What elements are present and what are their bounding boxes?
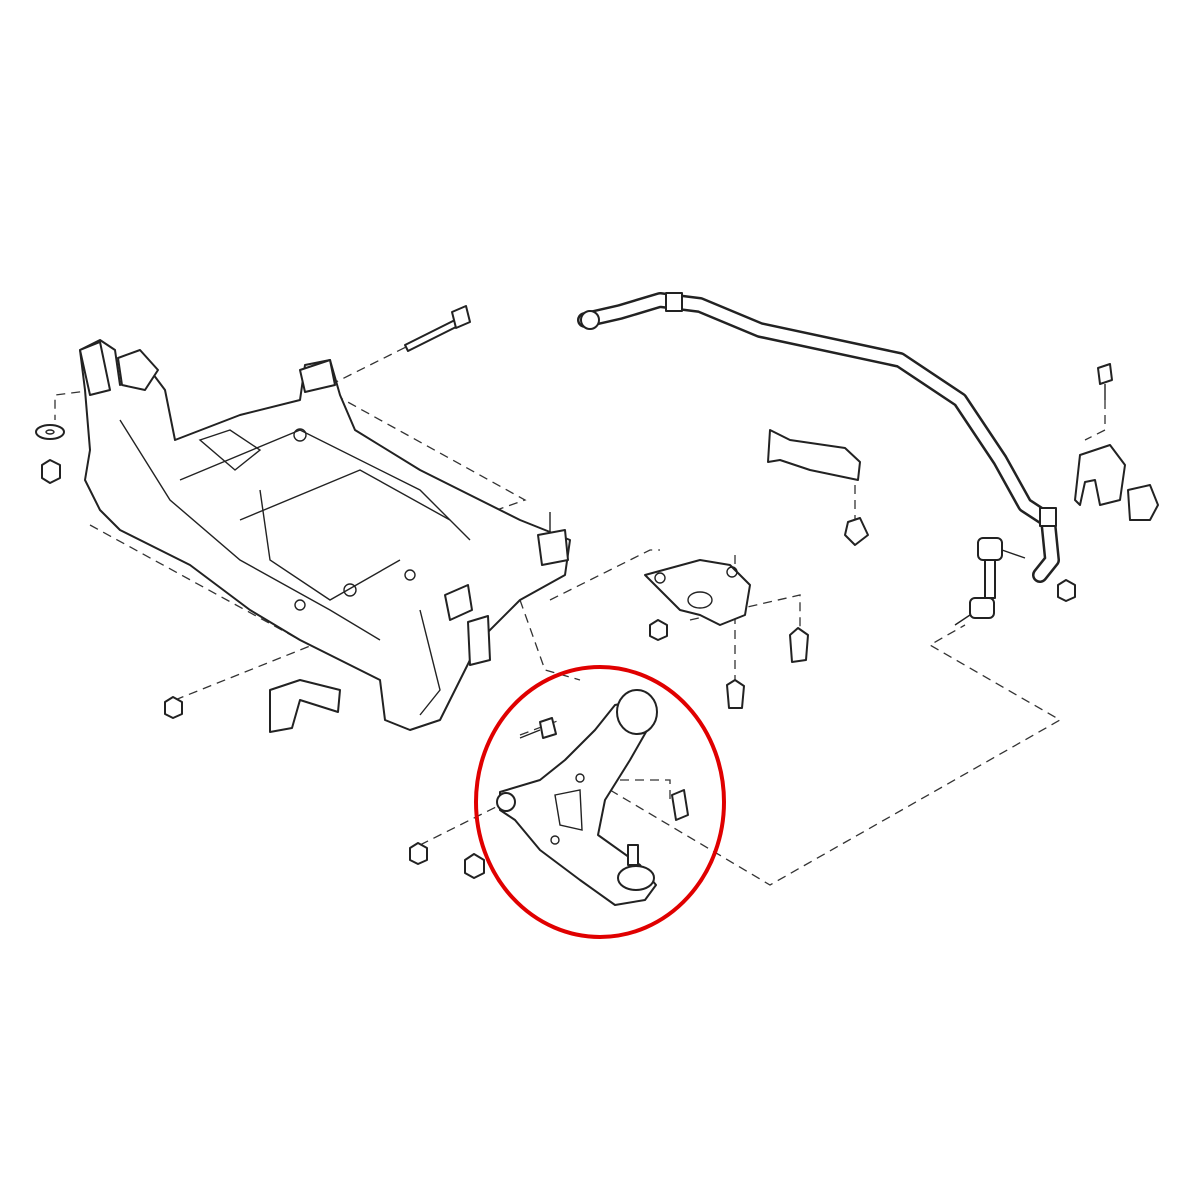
heat-shield-bracket [269, 679, 341, 733]
mount-bracket [644, 559, 809, 709]
stabilizer-bushing-clamp [1074, 363, 1159, 521]
stabilizer-bar [577, 292, 1060, 583]
stabilizer-link [954, 537, 1076, 626]
nut [164, 696, 183, 719]
highlight-circle [474, 665, 726, 939]
lower-control-arm [409, 689, 689, 906]
subframe-bolt-long [404, 305, 471, 352]
bracket [767, 429, 869, 546]
nut [41, 459, 61, 484]
washer [35, 424, 65, 440]
front-subframe [79, 339, 571, 731]
